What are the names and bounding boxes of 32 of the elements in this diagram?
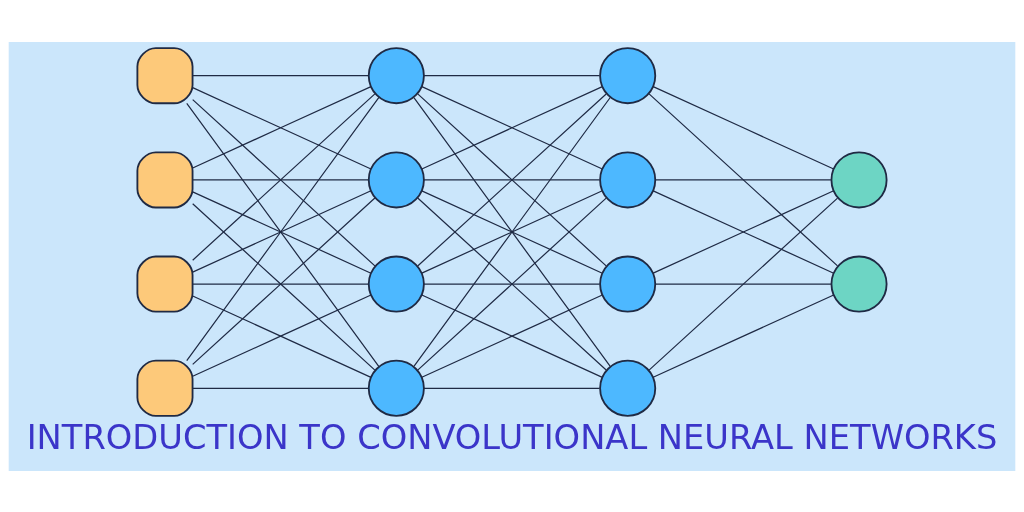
node-circle [367,150,425,208]
connector [192,74,369,76]
node-box [136,255,194,313]
node-circle [599,255,657,313]
connector [192,387,369,389]
connector [192,178,369,180]
node-circle [830,255,888,313]
node-circle [599,46,657,104]
node-box [136,150,194,208]
connector [423,387,601,389]
connector [423,74,601,76]
node-circle [367,255,425,313]
connector [652,85,834,169]
node-circle [830,150,888,208]
connector [654,178,832,180]
connector [654,282,832,285]
node-circle [367,46,425,104]
connector [652,294,834,378]
node-box [136,46,194,104]
connector [648,92,839,266]
node-circle [367,359,425,417]
node-circle [599,359,657,417]
diagram-title: INTRODUCTION TO CONVOLUTIONAL NEURAL NETWORKS [26,417,998,457]
connector [192,282,369,285]
connector [421,189,603,274]
node-circle [599,150,657,208]
connector [648,197,839,371]
connector [423,178,601,180]
connector [423,282,601,285]
connector [413,96,612,367]
connector [652,189,834,274]
node-box [136,359,194,417]
